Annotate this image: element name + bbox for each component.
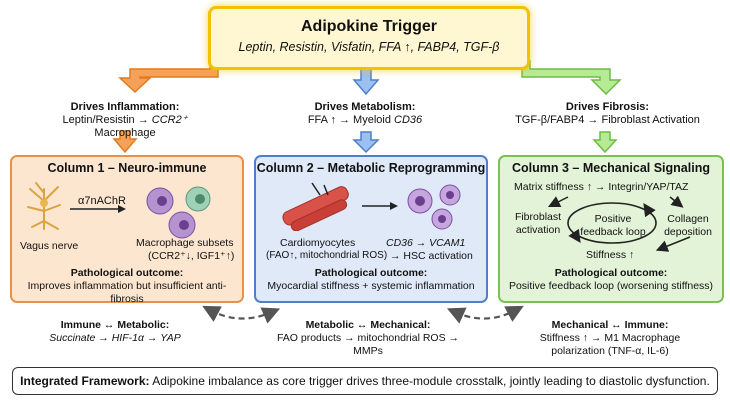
vagus-nerve-icon [27, 182, 61, 230]
drive-inflammation-detail-em: CCR2⁺ [151, 114, 188, 126]
col1-outcome-text: Improves inflammation but insufficient a… [27, 280, 227, 305]
collagen-deposition-label: Collagen deposition [658, 213, 718, 238]
metabolism-arrow-lower [352, 131, 380, 154]
adipokine-trigger-box: Adipokine Trigger Leptin, Resistin, Visf… [208, 6, 530, 70]
drive-inflammation-detail-post: Macrophage [94, 127, 156, 139]
column-neuro-immune: Column 1 – Neuro-immune Vagus nerve α7nA… [10, 155, 244, 306]
drive-metabolism-detail-em: CD36 [394, 114, 423, 126]
loop-label-2: feedback loop [580, 225, 646, 238]
feedback-loop-label: Positive feedback loop [578, 213, 648, 238]
myeloid-cells-icon [407, 184, 461, 230]
hsc-activation-label: → HSC activation [390, 250, 473, 262]
crosstalk-1-detail: Succinate → HIF-1α → YAP [49, 332, 181, 344]
drive-inflammation-label: Drives Inflammation: [70, 101, 180, 113]
col3-outcome-label: Pathological outcome: [554, 267, 668, 279]
macrophage-subsets-detail: (CCR2⁺↓, IGF1⁺↑) [148, 250, 235, 262]
feedback-loop-icon [547, 195, 691, 252]
crosstalk-3-detail-2: polarization (TNF-α, IL-6) [551, 345, 669, 357]
cardiomyocytes-detail: (FAO↑, mitochondrial ROS) [266, 250, 388, 261]
crosstalk-metabolic-mechanical: Metabolic ↔ Mechanical: FAO products → m… [268, 319, 468, 358]
col1-title: Column 1 – Neuro-immune [47, 161, 207, 175]
cardiomyocyte-icon [282, 182, 349, 231]
fibrosis-arrow-lower [592, 131, 618, 154]
drive-metabolism: Drives Metabolism: FFA ↑ → Myeloid CD36 [290, 101, 440, 127]
collagen-label-1: Collagen [667, 213, 709, 225]
drive-metabolism-detail-pre: FFA ↑ → Myeloid [307, 114, 395, 126]
col2-outcome-text: Myocardial stiffness + systemic inflamma… [267, 280, 475, 292]
crosstalk-3-detail-1: Stiffness ↑ → M1 Macrophage [539, 332, 681, 344]
trigger-title: Adipokine Trigger [300, 18, 437, 35]
loop-label-1: Positive [594, 213, 632, 225]
fibroblast-activation-label: Fibroblast activation [508, 211, 568, 236]
cd36-vcam1-label: CD36 → VCAM1 [386, 237, 466, 249]
inflammation-arrow-lower [112, 130, 138, 154]
col2-title: Column 2 – Metabolic Reprogramming [256, 161, 486, 175]
crosstalk-mechanical-immune: Mechanical ↔ Immune: Stiffness ↑ → M1 Ma… [520, 319, 700, 358]
crosstalk-3-label: Mechanical ↔ Immune: [551, 319, 669, 331]
crosstalk-arrow-immune-metabolic [202, 305, 281, 324]
collagen-label-2: deposition [664, 225, 712, 238]
column-metabolic-reprogramming: Column 2 – Metabolic Reprogramming Cardi… [254, 155, 488, 303]
col2-outcome: Pathological outcome: Myocardial stiffne… [256, 267, 486, 293]
crosstalk-1-label: Immune ↔ Metabolic: [60, 319, 170, 331]
crosstalk-2-detail: FAO products → mitochondrial ROS → MMPs [276, 332, 460, 357]
vagus-nerve-label: Vagus nerve [20, 240, 79, 252]
framework-text: Adipokine imbalance as core trigger driv… [149, 374, 710, 388]
col1-outcome-label: Pathological outcome: [70, 267, 184, 279]
inflammation-arrow [118, 60, 219, 94]
drive-inflammation: Drives Inflammation: Leptin/Resistin → C… [40, 101, 210, 140]
macrophage-subsets-label: Macrophage subsets [136, 237, 234, 249]
crosstalk-arrow-metabolic-mechanical [446, 305, 524, 324]
trigger-subtitle: Leptin, Resistin, Visfatin, FFA ↑, FABP4… [238, 40, 500, 54]
fibroblast-label-2: activation [515, 223, 561, 236]
col2-outcome-label: Pathological outcome: [314, 267, 428, 279]
right-arrow-icon [70, 205, 126, 213]
col3-outcome: Pathological outcome: Positive feedback … [500, 267, 722, 293]
fibroblast-label-1: Fibroblast [514, 211, 562, 223]
matrix-stiffness-label: Matrix stiffness ↑ → Integrin/YAP/TAZ [514, 181, 689, 193]
integrated-framework-box: Integrated Framework: Adipokine imbalanc… [12, 367, 718, 395]
drive-fibrosis: Drives Fibrosis: TGF-β/FABP4 → Fibroblas… [515, 101, 700, 127]
framework-label: Integrated Framework: [20, 374, 150, 388]
right-arrow-icon-2 [362, 202, 398, 210]
metabolism-arrow [352, 65, 380, 96]
crosstalk-2-label: Metabolic ↔ Mechanical: [305, 319, 431, 331]
col3-title: Column 3 – Mechanical Signaling [512, 161, 710, 175]
drive-fibrosis-detail: TGF-β/FABP4 → Fibroblast Activation [515, 114, 700, 126]
drive-inflammation-detail-pre: Leptin/Resistin → [62, 114, 152, 126]
drive-metabolism-label: Drives Metabolism: [314, 101, 416, 113]
fibrosis-arrow [521, 60, 622, 96]
column-mechanical-signaling: Column 3 – Mechanical Signaling Matrix s… [498, 155, 724, 303]
col3-outcome-text: Positive feedback loop (worsening stiffn… [508, 280, 714, 292]
stiffness-label: Stiffness ↑ [586, 249, 635, 261]
drive-fibrosis-label: Drives Fibrosis: [565, 101, 650, 113]
receptor-label: α7nAChR [78, 195, 126, 207]
crosstalk-immune-metabolic: Immune ↔ Metabolic: Succinate → HIF-1α →… [30, 319, 200, 345]
cardiomyocytes-label: Cardiomyocytes [280, 237, 356, 249]
macrophage-cells-icon [146, 186, 211, 239]
col1-outcome: Pathological outcome: Improves inflammat… [12, 267, 242, 306]
